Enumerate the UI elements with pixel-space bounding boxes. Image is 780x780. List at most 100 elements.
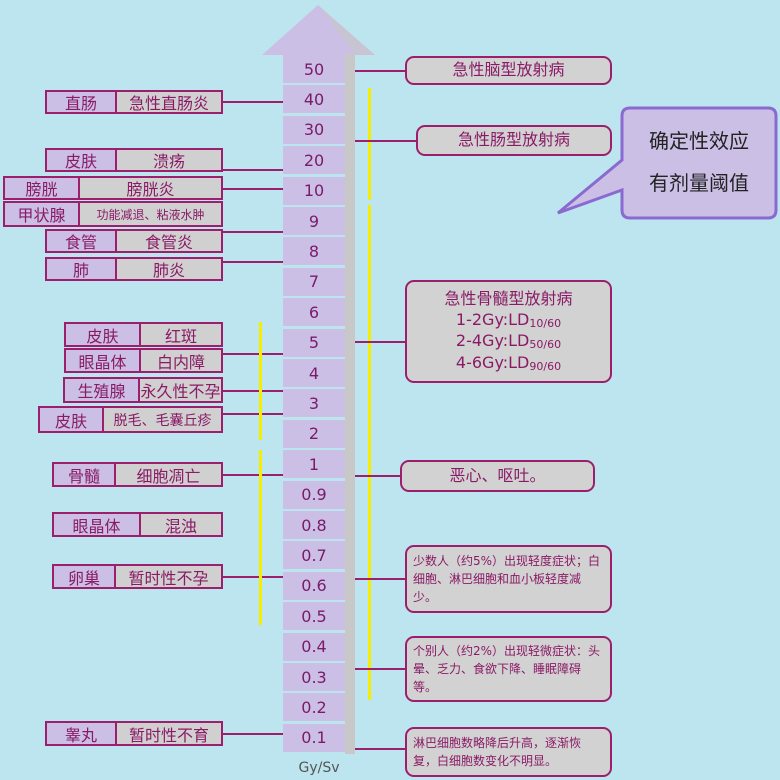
connector-line [355, 578, 405, 580]
organ-label: 皮肤 [40, 408, 102, 431]
ld-subscript: 10/60 [529, 316, 562, 330]
connector-line [223, 188, 283, 190]
lethal-dose-line: 4-6Gy:LD90/60 [456, 353, 561, 374]
organ-effect-box: 卵巢暂时性不孕 [52, 564, 223, 589]
connector-line [355, 475, 400, 477]
organ-label: 眼晶体 [54, 514, 139, 536]
ld-subscript: 50/60 [529, 338, 562, 352]
connector-line [223, 474, 283, 476]
connector-line [223, 413, 283, 415]
connector-line [223, 169, 283, 171]
scale-side-strip [345, 54, 355, 754]
connector-line [355, 341, 405, 343]
organ-effect-box: 皮肤红斑 [64, 322, 223, 347]
dose-range-arrow [259, 322, 262, 440]
scale-tick-20: 0.3 [283, 663, 345, 691]
deterministic-effect-callout: 确定性效应 有剂量阈值 [622, 120, 776, 204]
connector-line [223, 576, 283, 578]
organ-label: 睾丸 [47, 723, 115, 745]
effect-label: 永久性不孕 [140, 379, 221, 401]
connector-line [223, 733, 283, 735]
callout-line-1: 确定性效应 [649, 129, 749, 153]
scale-tick-16: 0.7 [283, 541, 345, 570]
effect-label: 细胞凋亡 [116, 464, 221, 486]
organ-label: 食管 [47, 231, 115, 252]
organ-label: 直肠 [47, 92, 115, 113]
scale-tick-5: 9 [283, 207, 345, 235]
callout-line-2: 有剂量阈值 [649, 171, 749, 195]
effect-label: 脱毛、毛囊丘疹 [104, 408, 221, 431]
connector-line [223, 390, 283, 392]
effect-label: 混浊 [141, 514, 221, 536]
organ-effect-box: 食管食管炎 [45, 229, 223, 253]
connector-line [355, 748, 405, 750]
dose-range: 4-6Gy:LD [455, 352, 530, 372]
connector-line [223, 353, 283, 355]
lymph-effect-box: 淋巴细胞数略降后升高，逐渐恢复，白细胞数变化不明显。 [405, 727, 612, 777]
dose-range-arrow [259, 450, 262, 625]
scale-tick-17: 0.6 [283, 571, 345, 600]
scale-tick-15: 0.8 [283, 511, 345, 539]
effect-label: 膀胱炎 [80, 178, 221, 199]
effect-label: 暂时性不育 [117, 723, 221, 745]
connector-line [355, 668, 405, 670]
organ-effect-box: 甲状腺功能减退、粘液水肿 [3, 201, 223, 227]
effect-label: 暂时性不孕 [116, 566, 221, 588]
scale-tick-11: 3 [283, 389, 345, 418]
organ-label: 皮肤 [66, 324, 139, 346]
effect-label: 急性直肠炎 [117, 92, 221, 113]
ld-subscript: 90/60 [529, 359, 562, 373]
lethal-dose-line: 2-4Gy:LD50/60 [456, 331, 561, 352]
individual-effect-box: 个别人（约2%）出现轻微症状：头晕、乏力、食欲下降、睡眠障碍等。 [405, 636, 612, 702]
organ-label: 眼晶体 [66, 350, 139, 372]
organ-effect-box: 眼晶体白内障 [64, 348, 223, 373]
connector-line [355, 70, 405, 72]
organ-effect-box: 直肠急性直肠炎 [45, 90, 223, 114]
organ-label: 生殖腺 [65, 379, 138, 401]
connector-line [223, 261, 283, 263]
scale-tick-12: 2 [283, 419, 345, 448]
effect-label: 红斑 [141, 324, 221, 346]
scale-tick-2: 30 [283, 115, 345, 144]
scale-tick-9: 5 [283, 328, 345, 357]
organ-effect-box: 眼晶体混浊 [52, 512, 223, 537]
intestinal-effect-box: 急性肠型放射病 [416, 125, 612, 156]
marrow-title: 急性骨髓型放射病 [444, 289, 573, 309]
effect-label: 食管炎 [117, 231, 221, 252]
dose-range: 2-4Gy:LD [455, 331, 530, 351]
effect-label: 肺炎 [117, 259, 221, 280]
organ-label: 膀胱 [5, 178, 78, 199]
organ-effect-box: 睾丸暂时性不育 [45, 721, 223, 746]
scale-tick-10: 4 [283, 359, 345, 387]
effect-label: 溃疡 [117, 150, 221, 171]
organ-label: 甲状腺 [5, 203, 78, 225]
scale-tick-7: 7 [283, 267, 345, 296]
organ-label: 骨髓 [54, 464, 114, 486]
scale-tick-21: 0.2 [283, 693, 345, 722]
dose-range-arrow [368, 205, 371, 700]
organ-effect-box: 骨髓细胞凋亡 [52, 462, 223, 487]
scale-tick-14: 0.9 [283, 480, 345, 509]
organ-effect-box: 皮肤溃疡 [45, 148, 223, 172]
connector-line [223, 231, 283, 233]
nausea-effect-box: 恶心、呕吐。 [400, 460, 595, 492]
scale-tick-6: 8 [283, 237, 345, 266]
few-effect-box: 少数人（约5%）出现轻度症状；白细胞、淋巴细胞和血小板轻度减少。 [405, 545, 612, 613]
brain-effect-box: 急性脑型放射病 [405, 56, 612, 85]
scale-tick-1: 40 [283, 85, 345, 114]
scale-tick-3: 20 [283, 146, 345, 175]
scale-tick-19: 0.4 [283, 632, 345, 661]
dose-range-arrow [368, 88, 371, 200]
scale-tick-4: 10 [283, 176, 345, 205]
effect-label: 功能减退、粘液水肿 [80, 203, 221, 225]
organ-label: 肺 [47, 259, 115, 280]
unit-label: Gy/Sv [298, 760, 340, 776]
scale-tick-18: 0.5 [283, 602, 345, 631]
organ-label: 皮肤 [47, 150, 115, 171]
organ-effect-box: 肺肺炎 [45, 257, 223, 281]
organ-label: 卵巢 [54, 566, 114, 588]
connector-line [223, 101, 283, 103]
effect-label: 白内障 [141, 350, 221, 372]
